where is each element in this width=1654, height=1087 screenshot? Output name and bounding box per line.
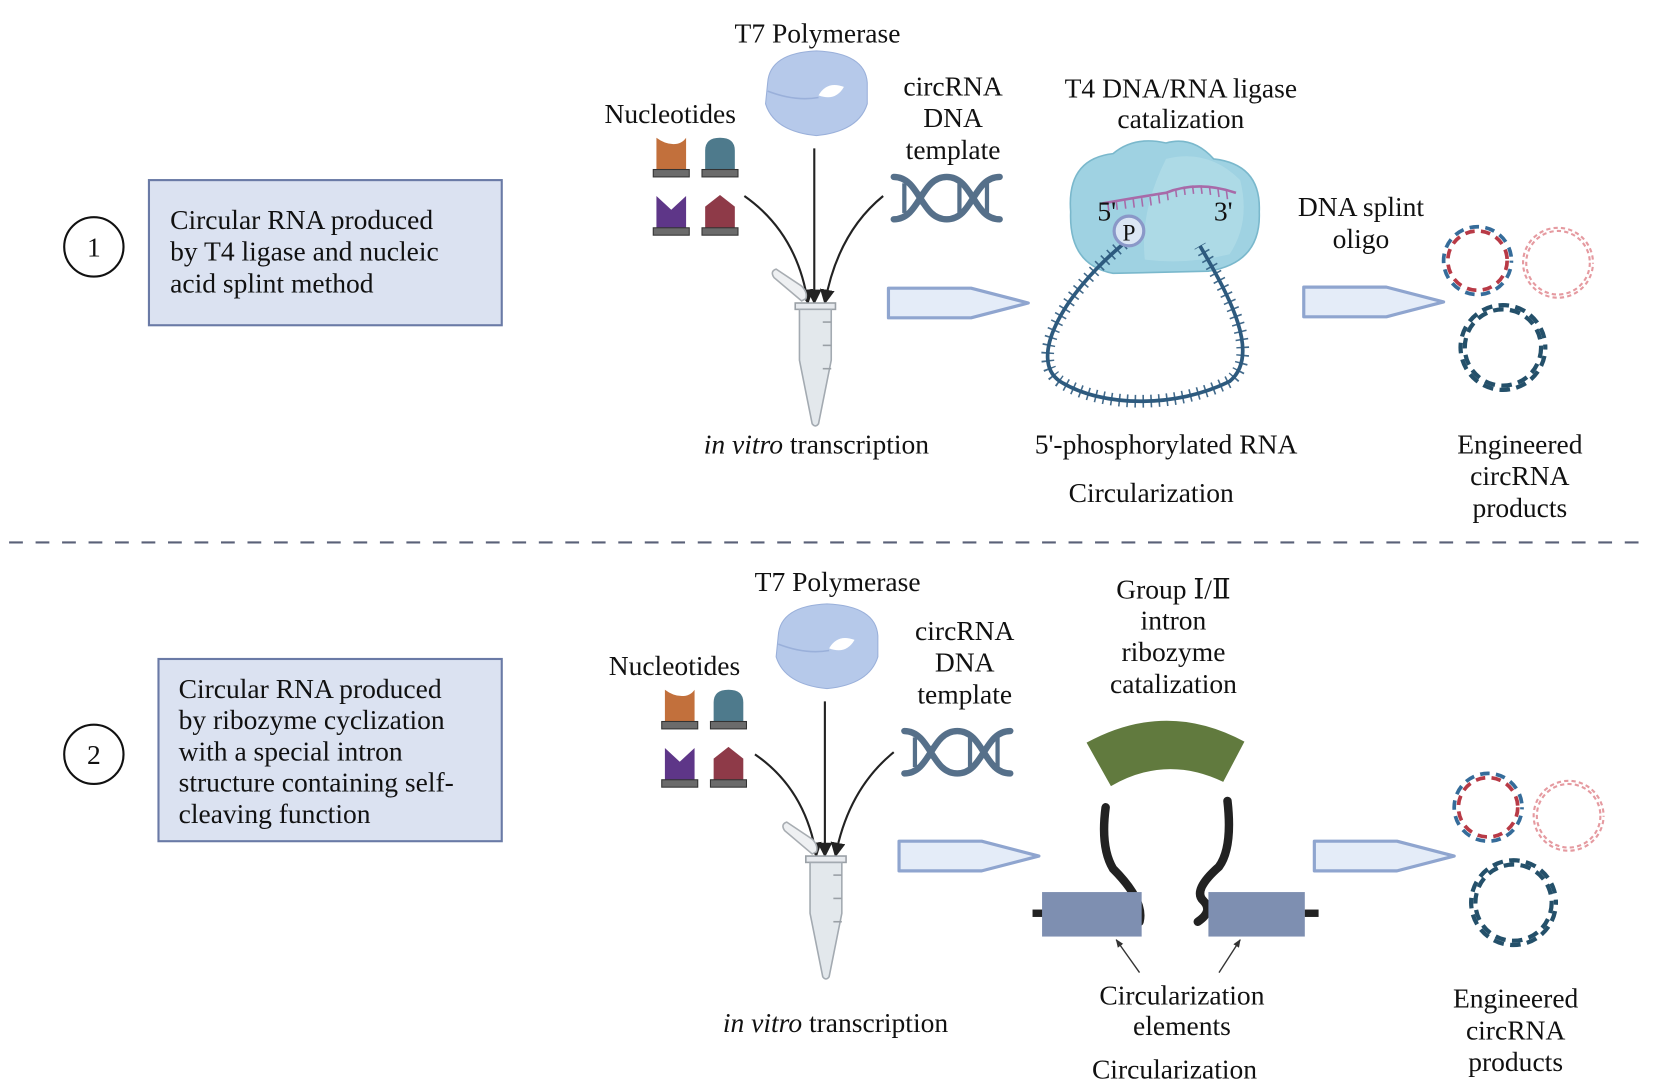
panel-1: 1 Circular RNA produced by T4 ligase and… xyxy=(63,17,1595,523)
step-number-1: 1 xyxy=(63,216,125,278)
flow-arrow xyxy=(1312,839,1456,873)
flow-arrow xyxy=(1302,285,1446,319)
step-number-2: 2 xyxy=(63,723,125,786)
template-arrow xyxy=(830,751,895,858)
catalysis-label-line: Group Ⅰ/Ⅱ xyxy=(1116,574,1230,605)
circrna-product-icon xyxy=(1452,771,1524,844)
template-label-line: circRNA xyxy=(915,615,1015,646)
method-description-box: Circular RNA produced by T4 ligase and n… xyxy=(147,179,503,327)
product-label-line: circRNA xyxy=(1470,460,1570,491)
description-line: cleaving function xyxy=(179,798,371,829)
transcription-label-italic: in vitro xyxy=(704,428,783,459)
ribozyme-construct xyxy=(1032,720,1319,973)
transcription-label: in vitro transcription xyxy=(723,1007,949,1038)
dna-splint-strand xyxy=(1102,185,1237,205)
splint-label-line: DNA splint xyxy=(1298,191,1425,222)
description-line: structure containing self- xyxy=(179,766,454,797)
catalysis-label-line: T4 DNA/RNA ligase xyxy=(1065,72,1297,103)
transcription-label-italic: in vitro xyxy=(723,1007,802,1038)
product-label-line: products xyxy=(1472,492,1567,523)
t7-polymerase-icon xyxy=(775,603,879,690)
circrna-product-icon xyxy=(1522,226,1595,299)
flow-arrow xyxy=(886,286,1030,320)
template-label-line: template xyxy=(906,134,1001,165)
transcription-label-rest: transcription xyxy=(802,1007,948,1038)
t4-ligase-complex: 5' 3' P xyxy=(1041,140,1261,408)
circularization-element-right xyxy=(1208,892,1305,937)
phosphate-group xyxy=(1112,214,1146,248)
template-label-line: DNA xyxy=(923,102,983,133)
step-label: Circularization xyxy=(1092,1054,1257,1085)
flow-arrow xyxy=(897,839,1041,873)
dna-template-icon xyxy=(904,731,1010,773)
splint-label-line: oligo xyxy=(1333,223,1390,254)
tube-icon xyxy=(782,821,847,980)
product-label-line: Engineered xyxy=(1457,428,1583,459)
description-line: Circular RNA produced xyxy=(170,204,433,235)
elements-label-line: Circularization xyxy=(1099,979,1264,1010)
product-label-line: circRNA xyxy=(1466,1014,1566,1045)
nucleotides-label: Nucleotides xyxy=(604,98,736,129)
circularization-element-left xyxy=(1042,892,1142,937)
pointer-arrow xyxy=(1115,939,1141,973)
nucleotides-icon xyxy=(652,137,739,236)
five-prime-label: 5' xyxy=(1097,195,1116,226)
product-label-line: Engineered xyxy=(1453,983,1579,1014)
pointer-arrow xyxy=(1218,939,1241,973)
description-line: acid splint method xyxy=(170,267,374,298)
template-label-line: circRNA xyxy=(903,70,1003,101)
product-label-line: products xyxy=(1468,1046,1563,1077)
catalysis-label-line: catalization xyxy=(1110,668,1237,699)
circrna-product-icon xyxy=(1471,860,1556,945)
three-prime-label: 3' xyxy=(1214,195,1233,226)
step-label: Circularization xyxy=(1069,477,1234,508)
method-description-box: Circular RNA produced by ribozyme cycliz… xyxy=(157,657,503,843)
nucleotides-icon xyxy=(661,689,748,788)
description-line: with a special intron xyxy=(179,736,403,767)
transcription-label: in vitro transcription xyxy=(704,428,930,459)
circrna-product-icon xyxy=(1532,779,1605,852)
catalysis-label-line: ribozyme xyxy=(1121,636,1225,667)
dna-template-icon xyxy=(894,177,1000,219)
description-line: Circular RNA produced xyxy=(179,673,442,704)
polymerase-label: T7 Polymerase xyxy=(755,566,921,597)
intron-strand-right xyxy=(1193,796,1234,926)
template-label-line: DNA xyxy=(935,647,995,678)
elements-label-line: elements xyxy=(1133,1010,1231,1041)
circrna-product-icon xyxy=(1441,224,1514,297)
catalysis-label-line: catalization xyxy=(1117,103,1244,134)
description-line: by T4 ligase and nucleic xyxy=(170,236,439,267)
phosphate-label: P xyxy=(1122,220,1135,246)
transcription-label-rest: transcription xyxy=(783,428,929,459)
circrna-product-icon xyxy=(1461,305,1546,390)
polymerase-label: T7 Polymerase xyxy=(735,17,901,48)
step-number-text: 2 xyxy=(87,739,101,770)
catalysis-label-line: intron xyxy=(1141,604,1207,635)
panel-2: 2 Circular RNA produced by ribozyme cycl… xyxy=(63,566,1605,1085)
nucleotides-arrow xyxy=(743,195,814,305)
intermediate-label: 5'-phosphorylated RNA xyxy=(1035,428,1298,459)
t7-polymerase-icon xyxy=(764,50,869,137)
ribozyme-icon xyxy=(1086,720,1245,787)
template-label-line: template xyxy=(917,678,1012,709)
template-arrow xyxy=(819,195,884,305)
step-number-text: 1 xyxy=(87,231,101,262)
description-line: by ribozyme cyclization xyxy=(179,704,445,735)
nucleotides-label: Nucleotides xyxy=(609,650,741,681)
